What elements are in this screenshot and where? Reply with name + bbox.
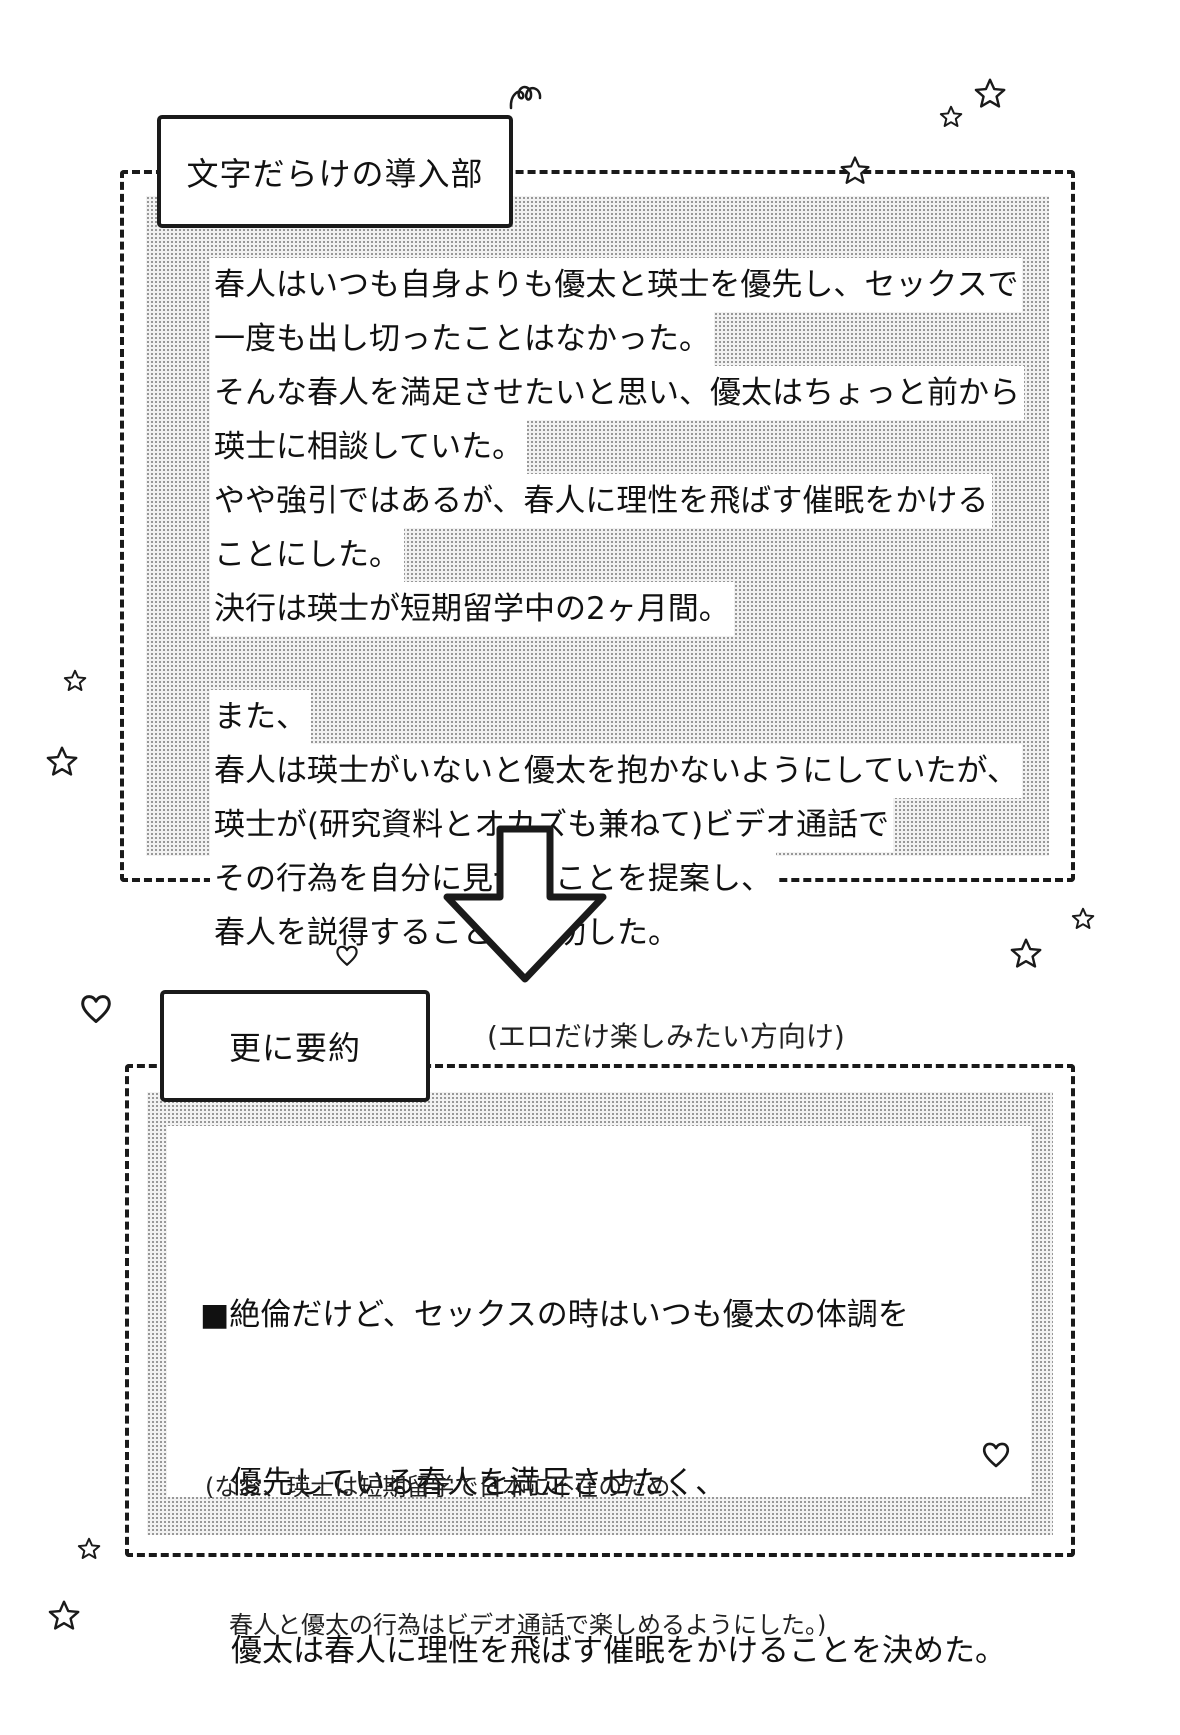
summary-label: 更に要約 [160,990,430,1102]
star-icon [939,105,963,127]
paragraph-gap [210,636,1024,690]
star-icon [1010,938,1042,968]
star-icon [63,669,87,691]
footnote-line: (なお、瑛士は短期留学で日本に不在のため、 [205,1473,695,1501]
summary-inner-box [167,1126,1031,1497]
summary-note: (エロだけ楽しみたい方向け) [487,1020,845,1053]
intro-line: 春人はいつも自身よりも優太と瑛士を優先し、セックスで [210,258,1023,312]
star-icon [1071,907,1095,929]
summary-panel [125,1064,1075,1557]
summary-screen-tone [147,1092,1053,1535]
star-icon [77,1537,101,1559]
intro-line: そんな春人を満足させたいと思い、優太はちょっと前から [210,366,1024,420]
heart-icon [982,1442,1010,1468]
intro-line: 春人を説得することに成功した。 [210,906,683,960]
down-arrow-icon [443,825,607,983]
summary-line: ■絶倫だけど、セックスの時はいつも優太の体調を [200,1297,909,1333]
swirl-icon [509,85,542,110]
intro-line: 春人は瑛士がいないと優太を抱かないようにしていたが、 [210,744,1022,798]
star-icon [46,746,78,776]
intro-line: ことにした。 [210,528,404,582]
intro-line: 瑛士に相談していた。 [210,420,528,474]
star-icon [48,1600,80,1630]
summary-footnote: (なお、瑛士は短期留学で日本に不在のため、 春人と優太の行為はビデオ通話で楽しめ… [205,1372,826,1694]
summary-line: 優太は春人に理性を飛ばす催眠をかけることを決めた。 [200,1633,1006,1669]
intro-text: 春人はいつも自身よりも優太と瑛士を優先し、セックスで 一度も出し切ったことはなか… [210,258,1024,960]
heart-icon [81,995,111,1023]
intro-line: やや強引ではあるが、春人に理性を飛ばす催眠をかける [210,474,993,528]
intro-line: 決行は瑛士が短期留学中の2ヶ月間。 [210,582,734,636]
summary-main-text: ■絶倫だけど、セックスの時はいつも優太の体調を 優先している春人を満足させたく、… [200,1175,1006,1735]
intro-line: 一度も出し切ったことはなかった。 [210,312,714,366]
intro-line: また、 [210,690,311,744]
intro-label: 文字だらけの導入部 [157,115,513,228]
star-icon [974,78,1006,108]
footnote-line: 春人と優太の行為はビデオ通話で楽しめるようにした。) [205,1611,827,1639]
heart-icon [336,945,358,966]
summary-line: 優先している春人を満足させたく、 [200,1465,727,1501]
star-icon [840,156,870,184]
